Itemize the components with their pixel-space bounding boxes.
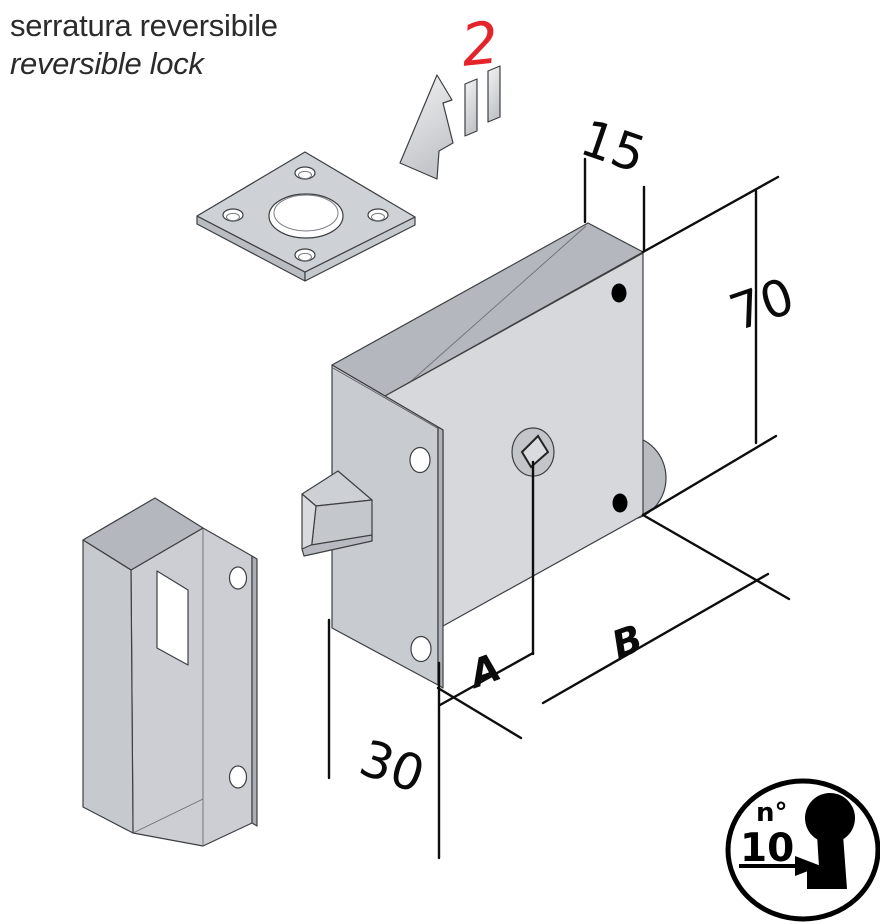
dim-30: 30 — [353, 729, 432, 805]
arrow-right-icon — [795, 856, 821, 876]
exploded-direction-arrow-icon: 2 — [399, 8, 502, 180]
case-screw-hole-top — [611, 283, 627, 303]
badge-prefix: n° — [756, 798, 788, 828]
key-number-badge: n° 10 — [725, 778, 880, 922]
title-italian: serratura reversibile — [10, 8, 278, 43]
title-block: serratura reversibile reversible lock — [10, 8, 278, 81]
strike-plate — [82, 497, 258, 847]
faceplate-screw-hole-bottom — [410, 635, 432, 663]
step-number: 2 — [458, 8, 502, 79]
strike-screw-hole-bottom — [228, 765, 248, 789]
lock-case — [301, 222, 667, 689]
escutcheon-plate — [196, 151, 416, 282]
dim-70: 70 — [722, 267, 801, 343]
latch-bolt — [301, 470, 373, 557]
dim-b: B — [606, 616, 648, 667]
escutcheon-screw-holes — [222, 166, 389, 262]
faceplate-screw-hole-top — [409, 446, 431, 474]
badge-key-number: 10 — [740, 826, 794, 871]
spindle-hole — [268, 193, 344, 239]
latch-opening — [156, 570, 189, 666]
case-screw-hole-bottom — [612, 493, 628, 513]
keyhole-icon — [805, 793, 855, 889]
strike-box-front — [82, 539, 134, 834]
spindle-square-hole — [520, 434, 550, 469]
title-english: reversible lock — [10, 46, 205, 81]
strike-screw-hole-top — [228, 566, 248, 590]
